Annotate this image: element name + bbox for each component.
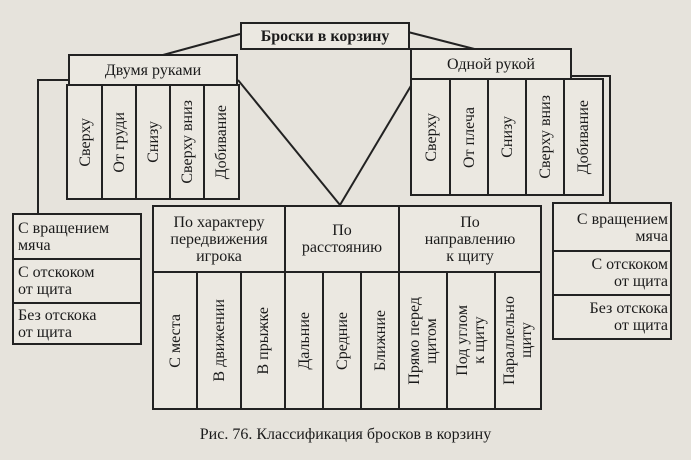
- center-item-cell: Параллельно щиту: [496, 273, 540, 408]
- left-side-item: С вращением мяча: [18, 220, 110, 254]
- right-item: Сверху: [422, 112, 440, 162]
- left-item-cell: Сверху: [68, 86, 102, 198]
- left-group-items: Сверху От груди Снизу Сверху вниз Добива…: [66, 84, 240, 200]
- center-category-label: По характеру передвижения игрока: [170, 213, 268, 265]
- left-side-item: Без отскока от щита: [18, 307, 97, 341]
- center-item-cell: В движении: [198, 273, 240, 408]
- center-item-cell: Дальние: [286, 273, 322, 408]
- left-item-cell: Сверху вниз: [170, 86, 204, 198]
- left-item-cell: Снизу: [136, 86, 170, 198]
- connector-left-bracket: [37, 79, 68, 215]
- right-item-cell: Добивание: [564, 80, 602, 194]
- center-item-cell: Ближние: [362, 273, 398, 408]
- right-item: От плеча: [460, 106, 478, 168]
- right-item: Снизу: [498, 116, 516, 158]
- center-item: Дальние: [295, 311, 313, 370]
- title-box: Броски в корзину: [240, 22, 410, 50]
- connector-right-diagonal: [339, 73, 419, 206]
- right-item-cell: От плеча: [450, 80, 488, 194]
- center-item: Средние: [333, 311, 351, 370]
- center-item-cell: Прямо перед щитом: [400, 273, 446, 408]
- left-item-cell: От груди: [102, 86, 136, 198]
- left-item: Снизу: [144, 121, 162, 163]
- center-item: В движении: [210, 299, 228, 382]
- center-item: Под углом к щиту: [454, 305, 488, 376]
- connector-left-diagonal: [237, 79, 341, 206]
- right-side-item: С вращением мяча: [576, 211, 668, 245]
- left-group-label: Двумя руками: [104, 61, 202, 79]
- center-item-cell: В прыжке: [242, 273, 284, 408]
- right-group-label: Одной рукой: [447, 55, 535, 73]
- center-block: По характеру передвижения игрока По расс…: [152, 205, 542, 410]
- right-side-box: С вращением мяча С отскоком от щита Без …: [552, 202, 672, 340]
- right-group-items: Сверху От плеча Снизу Сверху вниз Добива…: [410, 78, 604, 196]
- right-item-cell: Сверху: [412, 80, 450, 194]
- center-category-label: По расстоянию: [301, 222, 383, 256]
- center-item: С места: [166, 313, 184, 368]
- center-item-cell: Средние: [324, 273, 360, 408]
- right-side-item: Без отскока от щита: [589, 300, 668, 334]
- center-item: Параллельно щиту: [501, 296, 535, 385]
- left-item: Сверху: [76, 117, 94, 167]
- figure-caption: Рис. 76. Классификация бросков в корзину: [199, 426, 492, 443]
- diagram-title: Броски в корзину: [260, 27, 390, 45]
- left-item-cell: Добивание: [204, 86, 238, 198]
- center-item-cell: Под углом к щиту: [448, 273, 494, 408]
- center-item: В прыжке: [254, 306, 272, 375]
- left-item: От груди: [110, 111, 128, 173]
- left-side-item: С отскоком от щита: [18, 264, 95, 298]
- center-item-cell: С места: [154, 273, 196, 408]
- right-group-header: Одной рукой: [410, 48, 572, 80]
- center-item: Ближние: [371, 310, 389, 371]
- connector-right-bracket: [572, 75, 611, 205]
- right-item-cell: Сверху вниз: [526, 80, 564, 194]
- left-group-header: Двумя руками: [68, 54, 238, 86]
- right-item: Сверху вниз: [536, 95, 554, 179]
- left-item: Добивание: [212, 104, 230, 180]
- left-side-box: С вращением мяча С отскоком от щита Без …: [12, 213, 142, 345]
- right-item: Добивание: [574, 99, 592, 175]
- right-side-item: С отскоком от щита: [591, 256, 669, 290]
- center-category-label: По направлению к щиту: [424, 213, 516, 265]
- left-item: Сверху вниз: [178, 100, 196, 184]
- center-item: Прямо перед щитом: [406, 296, 440, 385]
- right-item-cell: Снизу: [488, 80, 526, 194]
